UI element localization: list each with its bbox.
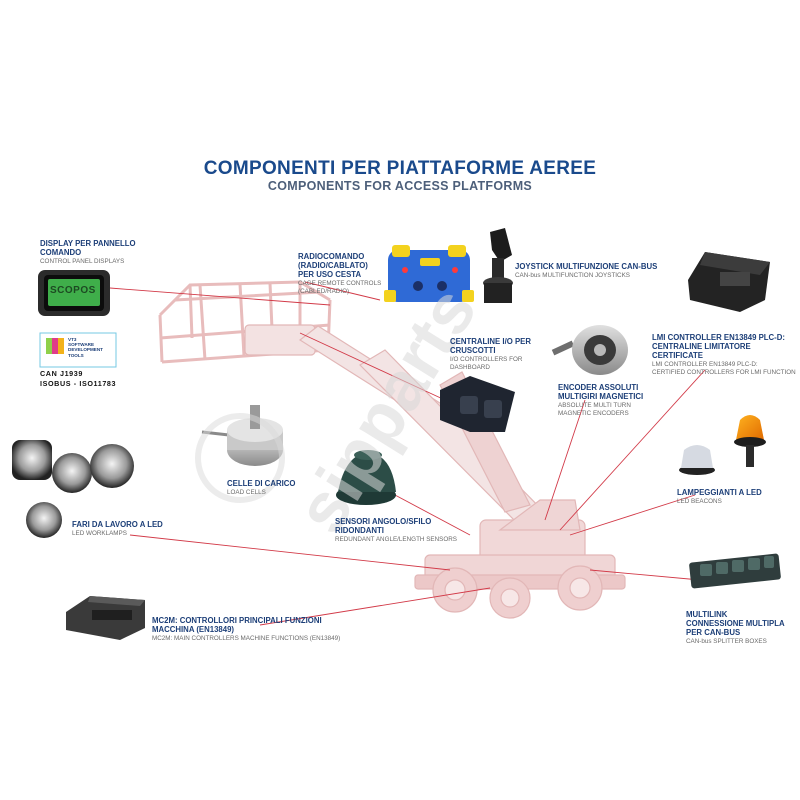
leader-radio: [304, 281, 381, 301]
label-radio-it: RADIOCOMANDO (RADIO/CABLATO) PER USO CES…: [298, 252, 368, 279]
leader-encoder: [544, 399, 586, 521]
label-io-it: CENTRALINE I/O PER CRUSCOTTI: [450, 337, 532, 355]
angle-sensor-image: [336, 450, 396, 505]
can-standards: CAN J1939 ISOBUS - ISO11783: [40, 369, 116, 389]
leader-worklamps: [129, 534, 451, 571]
can-line-2: ISOBUS - ISO11783: [40, 379, 117, 388]
label-lmi: LMI CONTROLLER EN13849 PLC-D: CENTRALINE…: [652, 333, 800, 377]
label-load: CELLE DI CARICO LOAD CELLS: [227, 479, 295, 497]
leader-multilink: [589, 569, 701, 581]
label-sensors-en: REDUNDANT ANGLE/LENGTH SENSORS: [335, 536, 457, 543]
label-radio-en: CAGE REMOTE CONTROLS (CABLED/RADIO): [298, 280, 382, 295]
radio-remote-image: [384, 245, 474, 302]
label-worklamps-en: LED WORKLAMPS: [72, 530, 127, 537]
page-subtitle: COMPONENTS FOR ACCESS PLATFORMS: [267, 179, 533, 193]
label-beacons-en: LED BEACONS: [677, 498, 722, 505]
leader-mc2m: [259, 587, 491, 626]
control-panel-display-image: [38, 270, 110, 316]
label-joystick-en: CAN-bus MULTIFUNCTION JOYSTICKS: [515, 272, 630, 279]
label-multilink: MULTILINK CONNESSIONE MULTIPLA PER CAN-b…: [686, 610, 785, 646]
lmi-controller-image: [688, 252, 770, 312]
leader-display: [109, 287, 331, 306]
aerial-platform-illustration: [158, 280, 626, 619]
label-beacons: LAMPEGGIANTI A LED LED BEACONS: [677, 488, 762, 506]
label-mc2m: MC2M: CONTROLLORI PRINCIPALI FUNZIONI MA…: [152, 616, 340, 643]
watermark-circle: [195, 413, 285, 503]
label-lmi-it: LMI CONTROLLER EN13849 PLC-D: CENTRALINE…: [652, 333, 785, 360]
label-encoder: ENCODER ASSOLUTI MULTIGIRI MAGNETICI ABS…: [558, 383, 643, 418]
leader-lmi: [559, 369, 706, 531]
label-sensors: SENSORI ANGOLO/SFILO RIDONDANTI REDUNDAN…: [335, 517, 457, 544]
label-encoder-en: ABSOLUTE MULTI TURN MAGNETIC ENCODERS: [558, 402, 631, 417]
joystick-image: [483, 228, 513, 303]
label-display-it: DISPLAY PER PANNELLO COMANDO: [40, 239, 136, 257]
label-joystick-it: JOYSTICK MULTIFUNZIONE CAN-bus: [515, 262, 658, 271]
encoder-image: [551, 325, 628, 375]
label-beacons-it: LAMPEGGIANTI A LED: [677, 488, 762, 497]
label-display: DISPLAY PER PANNELLO COMANDO CONTROL PAN…: [40, 239, 136, 266]
worklamps-image: [12, 440, 134, 538]
label-mc2m-en: MC2M: MAIN CONTROLLERS MACHINE FUNCTIONS…: [152, 635, 341, 642]
vt3-logo: [39, 332, 117, 368]
label-display-en: CONTROL PANEL DISPLAYS: [40, 258, 125, 265]
label-joystick: JOYSTICK MULTIFUNZIONE CAN-bus CAN-bus M…: [515, 262, 657, 280]
label-encoder-it: ENCODER ASSOLUTI MULTIGIRI MAGNETICI: [558, 383, 644, 401]
label-load-en: LOAD CELLS: [227, 489, 266, 496]
label-mc2m-it: MC2M: CONTROLLORI PRINCIPALI FUNZIONI MA…: [152, 616, 322, 634]
label-multilink-en: CAN-bus SPLITTER BOXES: [686, 638, 767, 645]
leader-beacons: [569, 494, 696, 536]
label-io: CENTRALINE I/O PER CRUSCOTTI I/O CONTROL…: [450, 337, 531, 372]
mc2m-controller-image: [66, 596, 145, 640]
label-radio: RADIOCOMANDO (RADIO/CABLATO) PER USO CES…: [298, 252, 381, 296]
vt3-logo-text: VT3 SOFTWARE DEVELOPMENT TOOLS: [68, 337, 103, 358]
label-worklamps: FARI DA LAVORO A LED LED WORKLAMPS: [72, 520, 163, 538]
leader-sensors: [394, 494, 471, 536]
page-title: COMPONENTI PER PIATTAFORME AEREE: [203, 158, 597, 179]
led-beacons-image: [679, 415, 766, 475]
multilink-image: [689, 553, 781, 589]
can-line-1: CAN J1939: [40, 369, 83, 378]
leader-lines: [109, 281, 706, 626]
label-lmi-en: LMI CONTROLLER EN13849 PLC-D: CERTIFIED …: [652, 361, 796, 376]
label-io-en: I/O CONTROLLERS FOR DASHBOARD: [450, 356, 523, 371]
label-load-it: CELLE DI CARICO: [227, 479, 296, 488]
label-worklamps-it: FARI DA LAVORO A LED: [72, 520, 163, 529]
leader-io: [299, 332, 446, 401]
display-screen-text: SCOPOS: [50, 285, 96, 296]
label-sensors-it: SENSORI ANGOLO/SFILO RIDONDANTI: [335, 517, 432, 535]
io-dashboard-controller-image: [440, 376, 515, 432]
label-multilink-it: MULTILINK CONNESSIONE MULTIPLA PER CAN-b…: [686, 610, 785, 637]
